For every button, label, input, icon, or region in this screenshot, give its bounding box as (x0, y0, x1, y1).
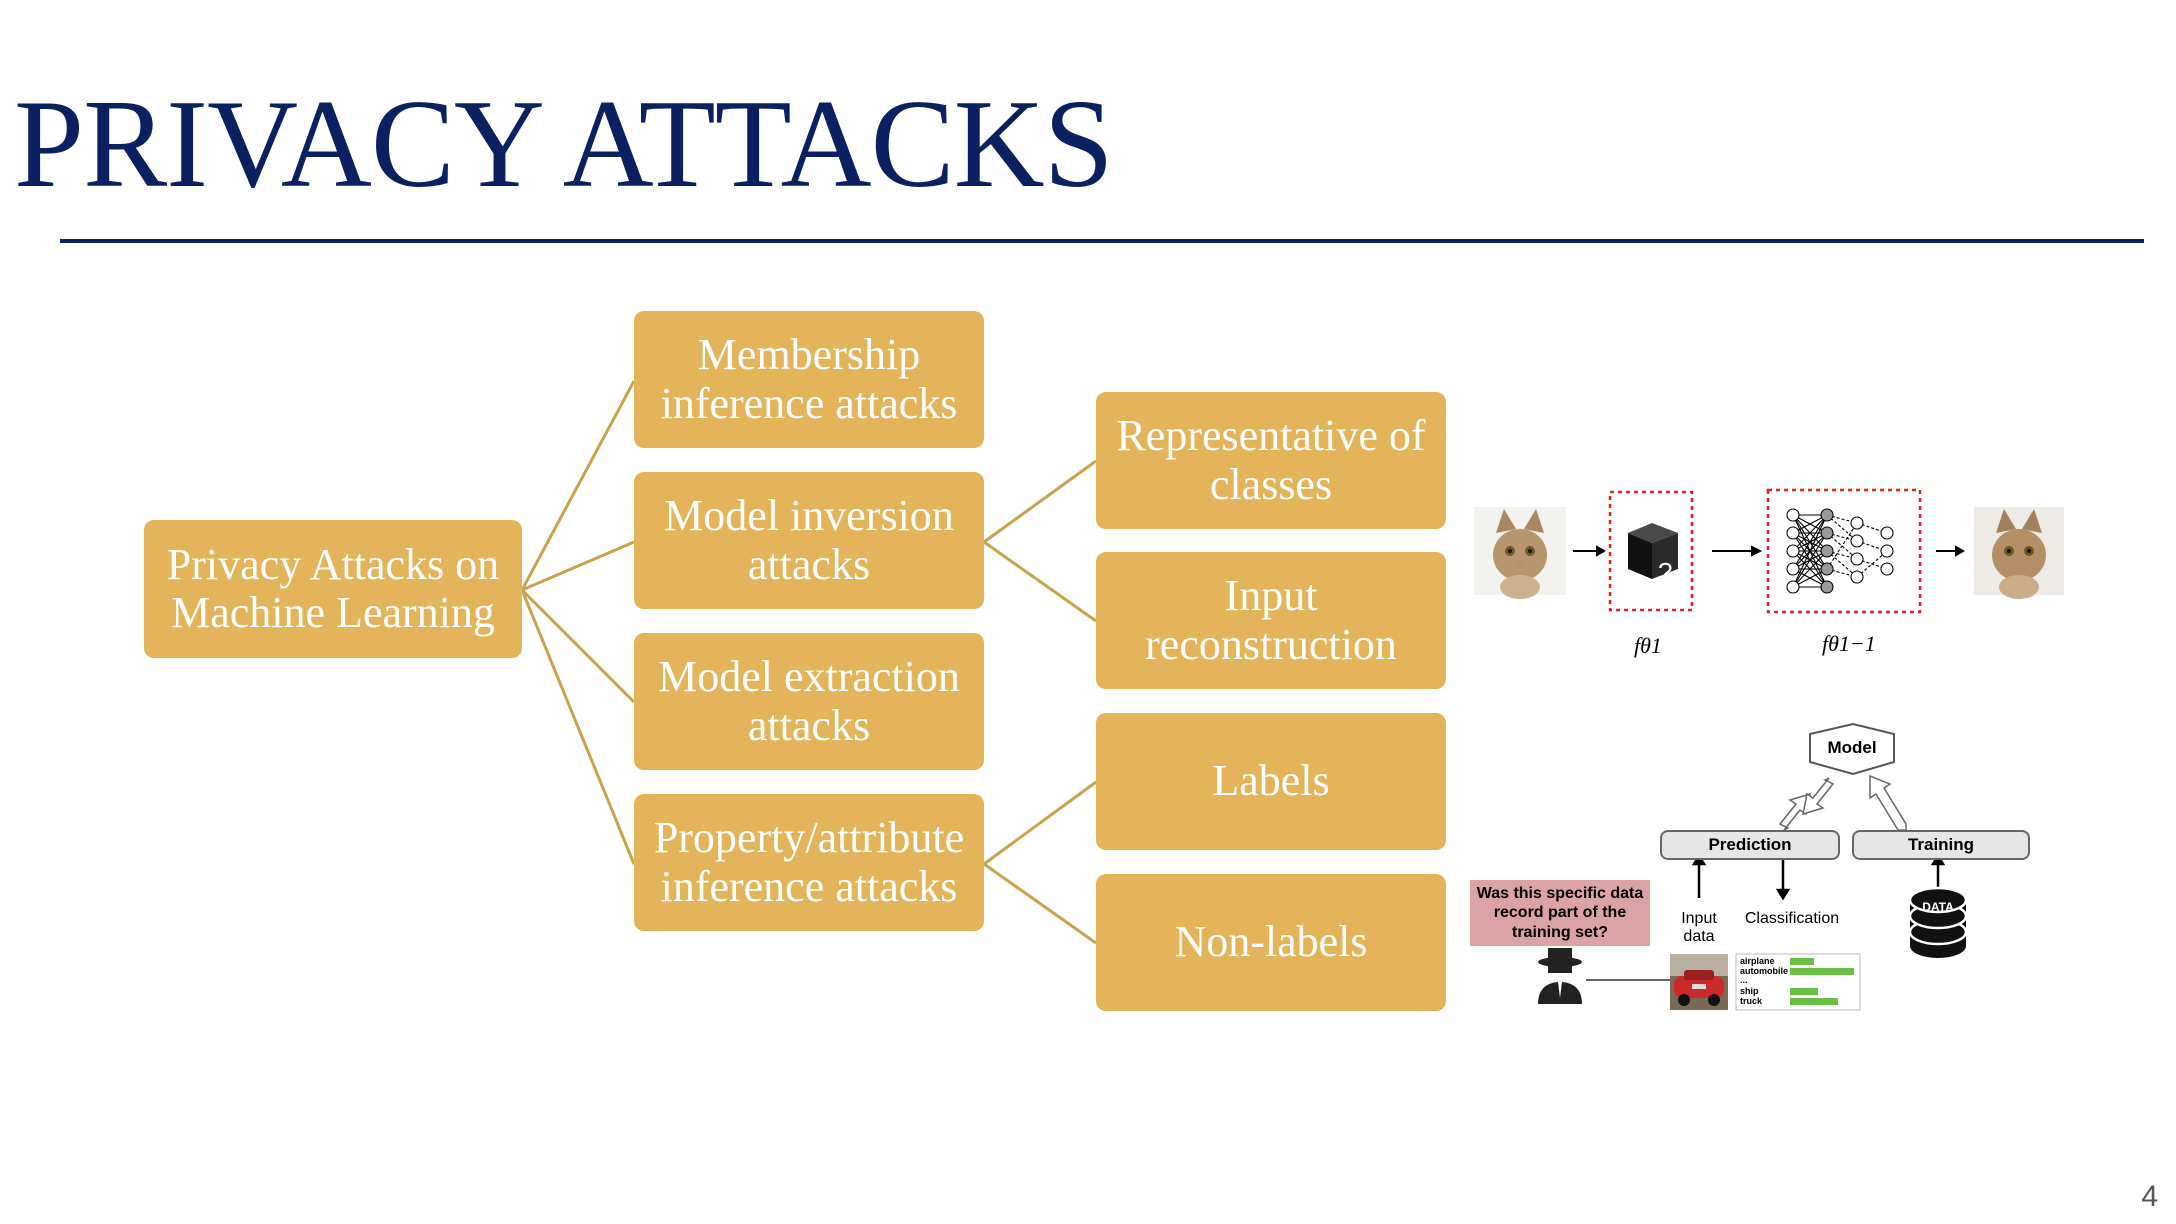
arrow-icon (1712, 545, 1763, 557)
database-icon (1908, 886, 1968, 958)
arrow-icon (1691, 853, 1946, 901)
membership-diagram-graphics (1538, 722, 1968, 1011)
model-extraction-node: Model extraction attacks (634, 633, 984, 770)
class-truck: truck (1740, 996, 1763, 1006)
connector-inversion-representative (983, 459, 1097, 544)
cat-reconstructed-icon (1974, 507, 2064, 599)
page-title: PRIVACY ATTACKS (14, 75, 1114, 214)
black-box-icon (1628, 523, 1678, 579)
arrow-icon (1936, 545, 1966, 557)
arrow-icon (1573, 545, 1607, 557)
class-ship: ship (1740, 986, 1759, 996)
connector-root-inversion (521, 540, 635, 592)
property-inference-node: Property/attribute inference attacks (634, 794, 984, 931)
membership-question: Was this specific data record part of th… (1470, 880, 1650, 946)
model-hexagon (1809, 722, 1895, 776)
training-label: Training (1852, 830, 2030, 860)
connector-root-membership (520, 380, 636, 591)
question-mark-label: ? (1658, 557, 1673, 587)
root-node: Privacy Attacks on Machine Learning (144, 520, 522, 658)
training-arrow-icon (1869, 774, 1907, 831)
title-underline (60, 239, 2144, 243)
prediction-label: Prediction (1660, 830, 1840, 860)
connector-property-labels (983, 780, 1097, 866)
membership-inference-figure: Model Prediction Training Input data Cla… (1470, 718, 2030, 1018)
connector-property-nonlabels (983, 862, 1097, 945)
labels-node: Labels (1096, 713, 1446, 850)
page-number: 4 (2141, 1180, 2158, 1213)
f-theta-label: fθ1 (1634, 633, 1662, 658)
hacker-icon (1538, 948, 1582, 1004)
classification-label: Classification (1744, 910, 1840, 927)
f-theta-inverse-label: fθ1−1 (1822, 631, 1876, 656)
inversion-diagram-graphics (1474, 488, 2064, 614)
membership-inference-node: Membership inference attacks (634, 311, 984, 448)
representative-classes-node: Representative of classes (1096, 392, 1446, 529)
model-inversion-node: Model inversion attacks (634, 472, 984, 609)
connector-root-property (520, 589, 636, 865)
model-inversion-figure: ? fθ1 fθ1−1 (1470, 485, 2070, 665)
cat-input-icon (1474, 507, 1566, 599)
input-data-label: Input data (1681, 910, 1717, 945)
model-label: Model (1827, 738, 1877, 757)
input-reconstruction-node: Input reconstruction (1096, 552, 1446, 689)
neural-network-icon (1786, 508, 1894, 594)
inverse-model-highlight-box (1766, 488, 1922, 614)
double-arrow-icon (1778, 777, 1835, 831)
classification-bars (1790, 958, 1854, 1005)
data-label: DATA (1922, 900, 1954, 914)
connector-inversion-reconstruction (983, 540, 1097, 623)
car-image-icon (1670, 954, 1728, 1010)
non-labels-node: Non-labels (1096, 874, 1446, 1011)
class-ellipsis: ... (1740, 975, 1748, 985)
model-highlight-box (1608, 490, 1694, 612)
class-automobile: automobile (1740, 966, 1789, 976)
connector-root-extraction (520, 588, 636, 704)
class-airplane: airplane (1740, 956, 1775, 966)
